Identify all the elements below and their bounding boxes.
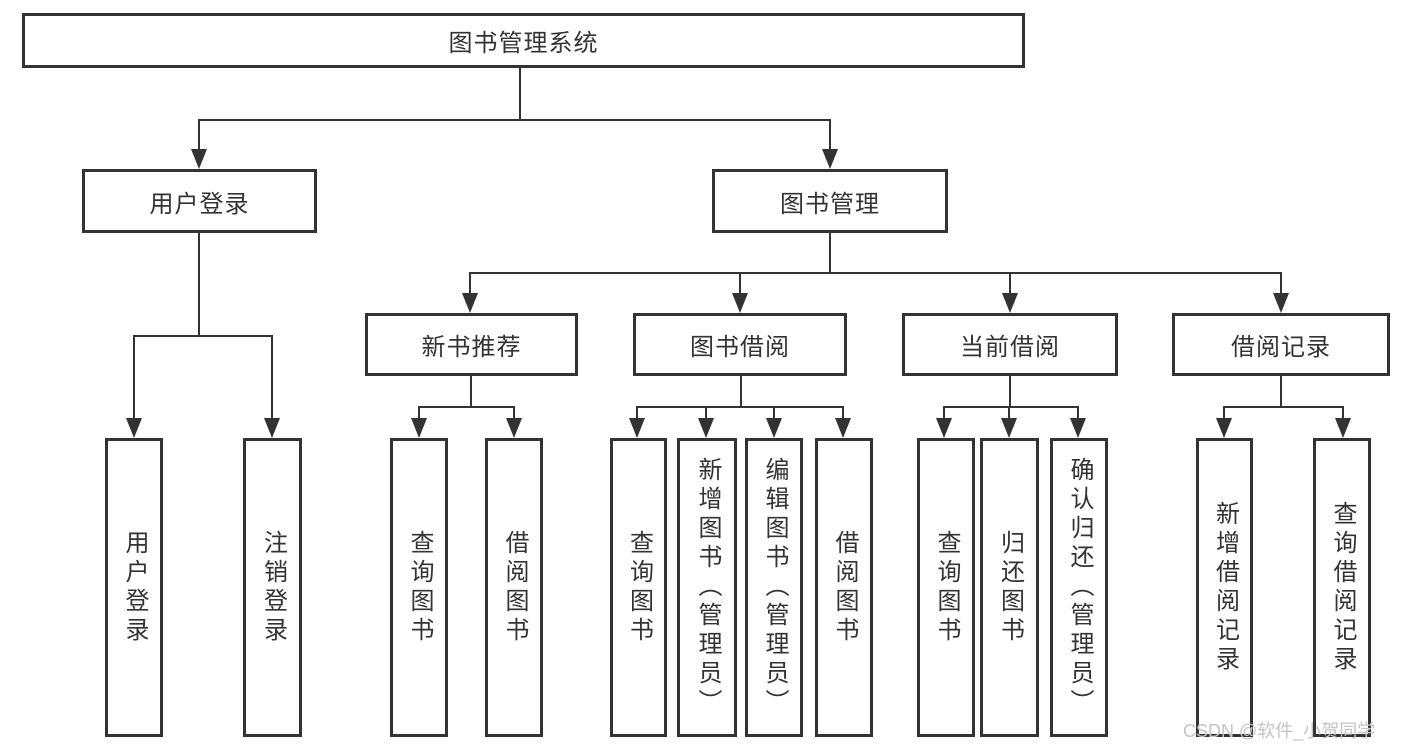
connector-line <box>1008 406 1010 420</box>
node-confirm-return-admin: 确认归还（管理员） <box>1050 438 1108 737</box>
connector-line <box>943 406 945 420</box>
connector-line <box>198 119 831 121</box>
node-query-books-current-label: 查询图书 <box>933 529 960 646</box>
arrow-head <box>1002 293 1018 313</box>
node-query-books-borrow-label: 查询图书 <box>625 529 653 646</box>
connector-line <box>1223 406 1344 408</box>
node-current-borrow-label: 当前借阅 <box>960 334 1060 361</box>
arrow-head <box>1335 418 1351 438</box>
connector-line <box>636 406 844 408</box>
connector-line <box>271 335 273 419</box>
connector-line <box>519 68 521 119</box>
arrow-head <box>1216 418 1232 438</box>
arrow-head <box>411 418 427 438</box>
connector-line <box>198 233 200 335</box>
node-leaf-user-login: 用户登录 <box>105 438 163 737</box>
connector-line <box>1280 376 1282 407</box>
node-borrow-books-borrow: 借阅图书 <box>815 438 873 737</box>
arrow-head <box>264 418 280 438</box>
connector-line <box>842 406 844 420</box>
connector-line <box>773 406 775 420</box>
node-leaf-logout-label: 注销登录 <box>259 529 287 646</box>
node-add-book-admin: 新增图书（管理员） <box>677 438 737 737</box>
connector-line <box>829 119 831 151</box>
arrow-head <box>822 149 838 169</box>
node-query-borrow-record-label: 查询借阅记录 <box>1329 500 1356 675</box>
node-add-borrow-record: 新增借阅记录 <box>1196 438 1253 737</box>
node-borrow-books-borrow-label: 借阅图书 <box>831 529 858 646</box>
arrow-head <box>1070 418 1086 438</box>
node-edit-book-admin: 编辑图书（管理员） <box>745 438 803 737</box>
connector-line <box>1280 272 1282 294</box>
node-query-books-recommend-label: 查询图书 <box>406 529 433 646</box>
node-add-book-admin-label: 新增图书（管理员） <box>694 457 721 718</box>
node-root: 图书管理系统 <box>22 13 1025 68</box>
node-leaf-user-login-label: 用户登录 <box>121 529 148 646</box>
arrow-head <box>766 418 782 438</box>
node-book-management: 图书管理 <box>712 169 948 233</box>
connector-line <box>829 233 831 274</box>
node-book-borrow: 图书借阅 <box>633 313 847 376</box>
node-return-book: 归还图书 <box>980 438 1039 737</box>
arrow-head <box>462 293 478 313</box>
node-borrow-books-recommend-label: 借阅图书 <box>501 529 528 646</box>
node-book-borrow-label: 图书借阅 <box>690 334 790 361</box>
arrow-head <box>506 418 522 438</box>
connector-line <box>1009 376 1011 407</box>
node-root-label: 图书管理系统 <box>448 30 599 57</box>
connector-line <box>636 406 638 420</box>
connector-line <box>740 376 742 407</box>
connector-line <box>418 406 420 420</box>
connector-line <box>739 272 741 294</box>
node-current-borrow: 当前借阅 <box>902 313 1118 376</box>
node-edit-book-admin-label: 编辑图书（管理员） <box>761 457 788 718</box>
connector-line <box>1223 406 1225 420</box>
node-new-book-recommend: 新书推荐 <box>365 313 578 376</box>
connector-line <box>513 406 515 420</box>
node-new-book-recommend-label: 新书推荐 <box>421 334 522 361</box>
connector-line <box>1077 406 1079 420</box>
csdn-watermark: CSDN @软件_小贺同学 <box>1183 721 1376 741</box>
node-query-borrow-record: 查询借阅记录 <box>1313 438 1371 737</box>
connector-line <box>470 376 472 407</box>
connector-line <box>1009 272 1011 294</box>
node-query-books-borrow: 查询图书 <box>610 438 667 737</box>
node-leaf-logout: 注销登录 <box>243 438 302 737</box>
arrow-head <box>1273 293 1289 313</box>
connector-line <box>1342 406 1344 420</box>
node-query-books-current: 查询图书 <box>917 438 975 737</box>
connector-line <box>469 272 1282 274</box>
arrow-head <box>126 418 142 438</box>
node-user-login-branch: 用户登录 <box>82 169 317 233</box>
connector-line <box>418 406 515 408</box>
connector-line <box>705 406 707 420</box>
arrow-head <box>629 418 645 438</box>
node-return-book-label: 归还图书 <box>996 529 1024 646</box>
node-borrow-records-label: 借阅记录 <box>1231 334 1331 361</box>
connector-line <box>133 335 273 337</box>
node-borrow-records: 借阅记录 <box>1172 313 1390 376</box>
node-confirm-return-admin-label: 确认归还（管理员） <box>1066 457 1093 718</box>
arrow-head <box>835 418 851 438</box>
arrow-head <box>698 418 714 438</box>
connector-line <box>943 406 1079 408</box>
arrow-head <box>732 293 748 313</box>
arrow-head <box>1001 418 1017 438</box>
arrow-head <box>936 418 952 438</box>
arrow-head <box>191 149 207 169</box>
node-add-borrow-record-label: 新增借阅记录 <box>1211 500 1239 675</box>
node-borrow-books-recommend: 借阅图书 <box>485 438 543 737</box>
node-query-books-recommend: 查询图书 <box>390 438 448 737</box>
connector-line <box>469 272 471 294</box>
node-book-management-label: 图书管理 <box>780 190 880 218</box>
node-user-login-branch-label: 用户登录 <box>149 190 250 218</box>
connector-line <box>198 119 200 151</box>
connector-line <box>133 335 135 419</box>
